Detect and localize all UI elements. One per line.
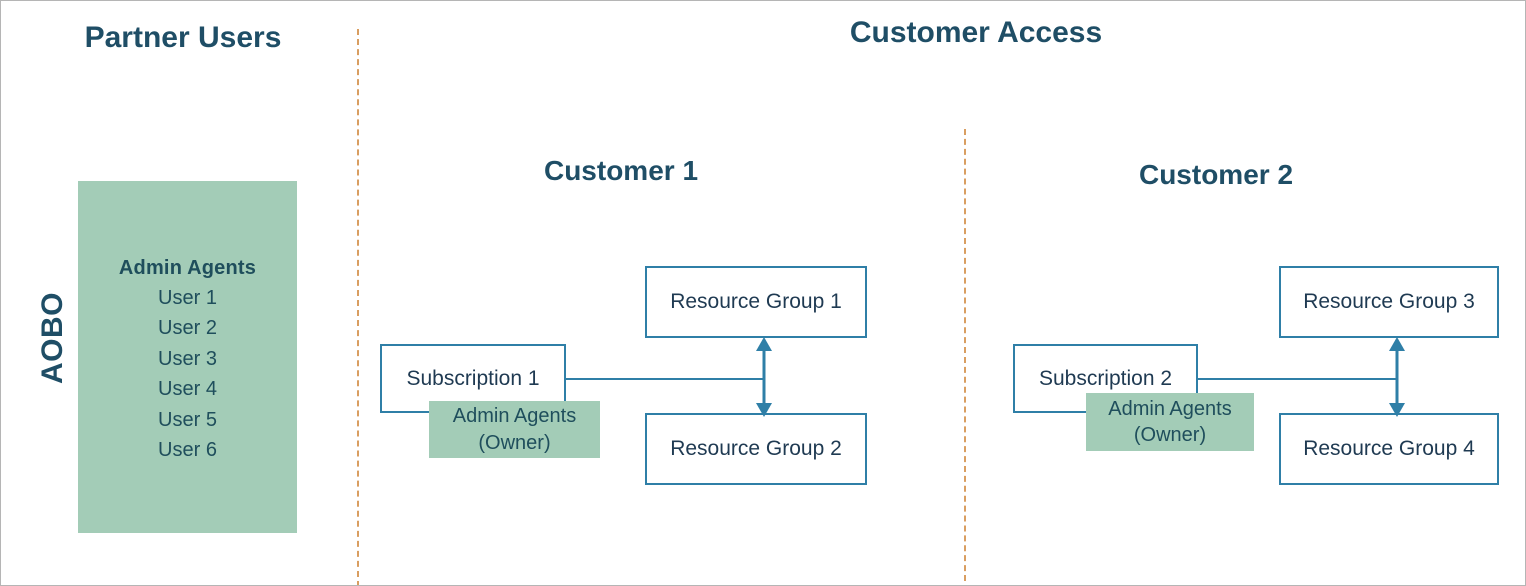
admin-agents-owner-chip-customer-1: Admin Agents (Owner) bbox=[429, 401, 600, 458]
resource-group-label-2: Resource Group 2 bbox=[670, 437, 842, 460]
list-item-user-6: User 6 bbox=[158, 438, 217, 461]
section-divider-right bbox=[964, 129, 966, 581]
list-item-user-1: User 1 bbox=[158, 287, 217, 309]
arrow-resource-groups-customer-1 bbox=[753, 337, 775, 417]
section-title-customer-1: Customer 1 bbox=[543, 155, 699, 186]
list-item-user-2: User 2 bbox=[158, 317, 217, 340]
resource-group-label-3: Resource Group 3 bbox=[1303, 290, 1475, 313]
list-item-user-3: User 3 bbox=[158, 347, 217, 370]
partner-panel-content: Admin Agents User 1 User 2 User 3 User 4… bbox=[78, 253, 297, 465]
admin-agents-chip-line-2-c2: (Owner) bbox=[1133, 424, 1207, 446]
page-title-partner-users: Partner Users bbox=[84, 21, 282, 54]
resource-group-label-1: Resource Group 1 bbox=[670, 290, 842, 313]
resource-group-box-4[interactable]: Resource Group 4 bbox=[1279, 413, 1499, 485]
list-item-user-4: User 4 bbox=[158, 378, 217, 401]
connector-subscription-2-to-resource-groups bbox=[1197, 378, 1398, 380]
connector-subscription-1-to-resource-groups bbox=[565, 378, 765, 380]
subscription-label-1: Subscription 1 bbox=[406, 366, 540, 390]
page-title-customer-access: Customer Access bbox=[849, 16, 1103, 49]
aobo-side-label: AOBO bbox=[36, 292, 69, 384]
resource-group-label-4: Resource Group 4 bbox=[1303, 437, 1475, 460]
arrow-resource-groups-customer-2 bbox=[1386, 337, 1408, 417]
section-divider-left bbox=[357, 29, 359, 585]
admin-agents-chip-line-2: (Owner) bbox=[478, 431, 551, 454]
partner-admin-agents-panel: Admin Agents User 1 User 2 User 3 User 4… bbox=[78, 181, 297, 533]
list-item-user-5: User 5 bbox=[158, 408, 217, 431]
subscription-label-2: Subscription 2 bbox=[1038, 366, 1173, 390]
admin-agents-owner-chip-customer-2: Admin Agents (Owner) bbox=[1086, 393, 1254, 451]
resource-group-box-2[interactable]: Resource Group 2 bbox=[645, 413, 867, 485]
section-title-customer-2: Customer 2 bbox=[1138, 159, 1294, 190]
admin-agents-chip-line-1: Admin Agents bbox=[452, 405, 577, 428]
partner-group-title: Admin Agents bbox=[118, 257, 257, 279]
resource-group-box-1[interactable]: Resource Group 1 bbox=[645, 266, 867, 338]
admin-agents-chip-line-1-c2: Admin Agents bbox=[1108, 397, 1232, 420]
resource-group-box-3[interactable]: Resource Group 3 bbox=[1279, 266, 1499, 338]
